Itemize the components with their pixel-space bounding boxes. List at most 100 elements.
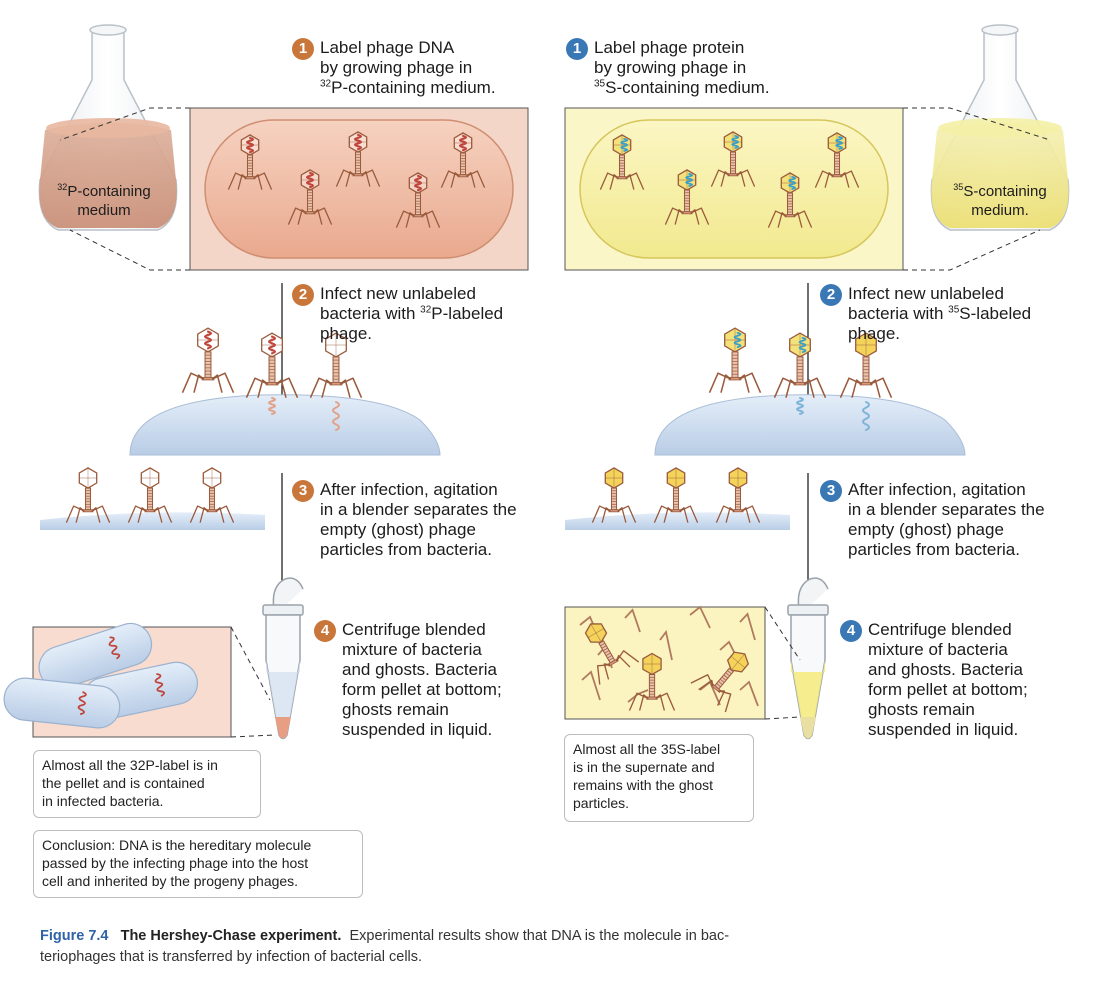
flask-rim	[981, 24, 1019, 36]
phage	[181, 327, 235, 394]
dna-strand	[459, 134, 467, 152]
tail-fiber	[421, 210, 441, 228]
dna-strand	[246, 136, 254, 154]
tail-fiber	[736, 171, 746, 187]
tail-fiber	[215, 507, 225, 523]
tail-fiber	[361, 171, 371, 187]
bacterium-body	[38, 622, 153, 689]
tail-fiber	[767, 210, 787, 228]
figure-caption: Figure 7.4 The Hershey-Chase experiment.…	[40, 926, 840, 968]
flask	[38, 24, 178, 231]
dna-infected-bacterium	[129, 394, 441, 456]
tail-fiber	[339, 377, 363, 399]
tail-fiber	[237, 174, 247, 190]
tail-ring	[725, 672, 730, 677]
ghost-phage	[584, 623, 640, 685]
tail-fiber	[625, 172, 645, 190]
tail-fiber	[690, 209, 700, 225]
flask-rim	[89, 24, 127, 36]
tail-fiber	[803, 379, 815, 398]
phage	[189, 467, 235, 523]
phage	[335, 131, 381, 187]
dna-strand	[204, 330, 212, 350]
tail-fiber	[181, 372, 205, 394]
step-number-badge: 1	[566, 38, 588, 60]
tail-fragment	[739, 612, 756, 641]
tail-fiber	[211, 374, 223, 393]
tail-fiber	[91, 505, 111, 523]
step-text: Infect new unlabeled bacteria with 32P-l…	[320, 284, 504, 343]
zoom-line	[59, 107, 190, 141]
ghost-phage	[690, 651, 750, 713]
tail-fiber	[617, 507, 627, 523]
tail-fiber	[793, 210, 813, 228]
tail-fiber	[309, 377, 333, 399]
phage	[767, 172, 813, 228]
tail-fiber	[405, 212, 415, 228]
dna-strand	[332, 401, 340, 431]
tail-fiber	[777, 212, 787, 228]
tail-fiber	[603, 663, 611, 680]
ghost-phage	[628, 652, 676, 711]
step-text: Infect new unlabeled bacteria with 35S-l…	[848, 284, 1032, 343]
tail-fiber	[718, 690, 732, 713]
phage-facet	[730, 653, 746, 671]
tube-liquid	[266, 660, 300, 739]
phage	[773, 332, 827, 399]
tail-fiber	[715, 505, 735, 523]
step-text: After infection, agitation in a blender …	[848, 480, 1045, 559]
dna-strand	[306, 171, 314, 189]
caption-text: Experimental results show that DNA is th…	[349, 928, 730, 944]
tail-fiber	[253, 174, 263, 190]
zoom-line	[230, 626, 271, 701]
tail-fiber	[741, 505, 761, 523]
tail-fiber	[287, 207, 307, 225]
dna-host-cell	[204, 119, 514, 259]
bacterium-body	[3, 677, 121, 729]
tail-fiber	[814, 170, 834, 188]
centrifuge-tube	[787, 577, 829, 740]
caption-text-2: teriophages that is transferred by infec…	[40, 949, 423, 965]
phage	[715, 467, 761, 523]
tail-fiber	[335, 169, 355, 187]
tail-fiber	[615, 654, 631, 668]
dna-strand	[268, 335, 276, 355]
tail-fiber	[710, 169, 730, 187]
tail-ring	[604, 650, 610, 654]
tail-fiber	[690, 674, 714, 687]
phage	[599, 134, 645, 190]
tail-fragment	[739, 680, 759, 707]
dna-strand	[414, 174, 422, 192]
tail-fiber	[601, 507, 611, 523]
protein-medium-label: 35S-containing medium.	[953, 182, 1047, 220]
tube-pellet	[800, 717, 816, 739]
step-text: After infection, agitation in a blender …	[320, 480, 517, 559]
tail-fiber	[617, 505, 637, 523]
tail-fiber	[690, 207, 710, 225]
figure-title: The Hershey-Chase experiment.	[120, 928, 342, 944]
tail-fiber	[257, 379, 269, 398]
tail-fiber	[215, 505, 235, 523]
tail-fiber	[741, 507, 751, 523]
flask-liquid	[931, 122, 1069, 228]
dna-strand	[154, 673, 166, 697]
phage	[227, 134, 273, 190]
tail-fiber	[361, 169, 381, 187]
phage	[127, 467, 173, 523]
tail-fiber	[869, 377, 893, 399]
dna-strand	[788, 176, 797, 190]
tail-fiber	[664, 207, 684, 225]
tail-fragment	[689, 605, 711, 629]
dna-blended-surface	[40, 512, 265, 530]
tail-fragment	[581, 670, 601, 701]
tail-fiber	[245, 377, 269, 399]
tail-fiber	[227, 172, 247, 190]
tail-fiber	[628, 692, 649, 711]
tail-fiber	[698, 679, 714, 691]
phage	[628, 652, 676, 711]
tail-fiber	[189, 505, 209, 523]
tail-fiber	[596, 664, 611, 685]
tail-fiber	[313, 209, 323, 225]
tail-ring	[719, 678, 725, 683]
